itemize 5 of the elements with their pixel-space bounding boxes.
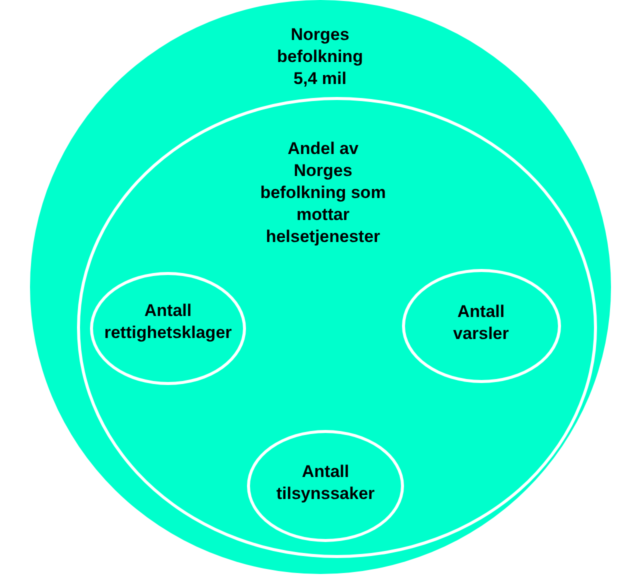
- ellipse-label: Antall rettighetsklager: [103, 300, 233, 344]
- circle-label: Norges befolkning 5,4 mil: [276, 24, 364, 90]
- ellipse-label: Andel av Norges befolkning som mottar helsetjenester: [259, 138, 387, 248]
- ellipse-label: Antall varsler: [452, 301, 510, 345]
- ellipse-label: Antall tilsynssaker: [275, 461, 376, 505]
